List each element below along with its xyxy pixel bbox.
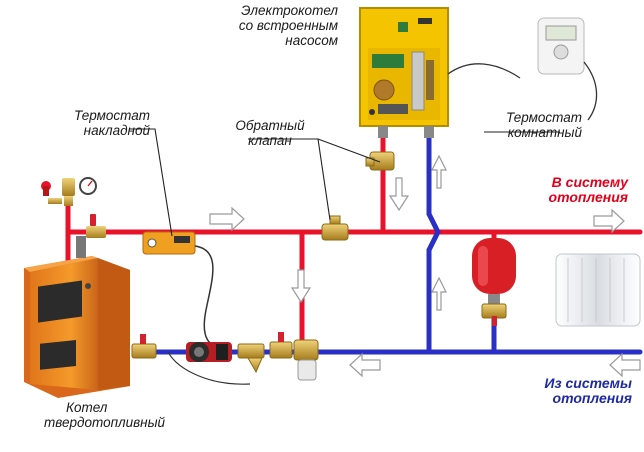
strainer-filter — [237, 343, 265, 374]
from-system-label: Из системы отопления — [504, 376, 632, 406]
return-fittings — [131, 332, 319, 385]
to-system-label-line2: отопления — [548, 189, 628, 205]
electric-boiler-label: Электрокотел со встроенным насосом — [186, 3, 338, 48]
ball-valve-icon — [86, 214, 106, 238]
check-valve-label: Обратный клапан — [220, 118, 320, 148]
wall-thermostat-icon — [447, 17, 598, 121]
clamp-thermostat-label: Термостат накладной — [38, 108, 150, 138]
electric-boiler-label-line2: со встроенным — [238, 18, 338, 33]
check-valve-label-line1: Обратный — [235, 118, 305, 133]
ball-valve-icon — [131, 334, 157, 359]
room-thermostat-label-line2: комнатный — [507, 125, 582, 140]
solid-boiler-label-line2: твердотопливный — [44, 415, 166, 430]
from-system-label-line1: Из системы — [544, 375, 632, 391]
electric-boiler-label-line1: Электрокотел — [241, 3, 338, 18]
solid-boiler-label-line1: Котел — [66, 400, 108, 415]
from-system-label-line2: отопления — [552, 390, 632, 406]
clamp-thermostat — [142, 231, 225, 351]
to-system-label-line1: В систему — [551, 174, 628, 190]
check-valve-electric — [365, 151, 395, 171]
circulation-pump-icon — [186, 342, 232, 362]
electric-boiler-label-line3: насосом — [285, 33, 338, 48]
expansion-tank-icon — [472, 238, 516, 326]
electric-boiler — [359, 7, 449, 138]
check-valve-label-line2: клапан — [248, 133, 292, 148]
to-system-label: В систему отопления — [504, 175, 628, 205]
room-thermostat-label: Термостат комнатный — [474, 110, 582, 140]
solid-boiler-label: Котел твердотопливный — [44, 400, 204, 430]
mixing-valve — [293, 339, 319, 381]
leader-lines — [130, 128, 560, 237]
safety-group — [41, 177, 106, 238]
radiator-icon — [555, 253, 641, 327]
room-thermostat-label-line1: Термостат — [505, 110, 582, 125]
flow-arrows — [209, 154, 641, 378]
check-valve-supply — [321, 215, 349, 241]
clamp-thermostat-label-line1: Термостат — [73, 108, 150, 123]
solid-fuel-boiler — [24, 236, 130, 398]
clamp-thermostat-label-line2: накладной — [83, 123, 150, 138]
ball-valve-icon — [269, 332, 293, 359]
